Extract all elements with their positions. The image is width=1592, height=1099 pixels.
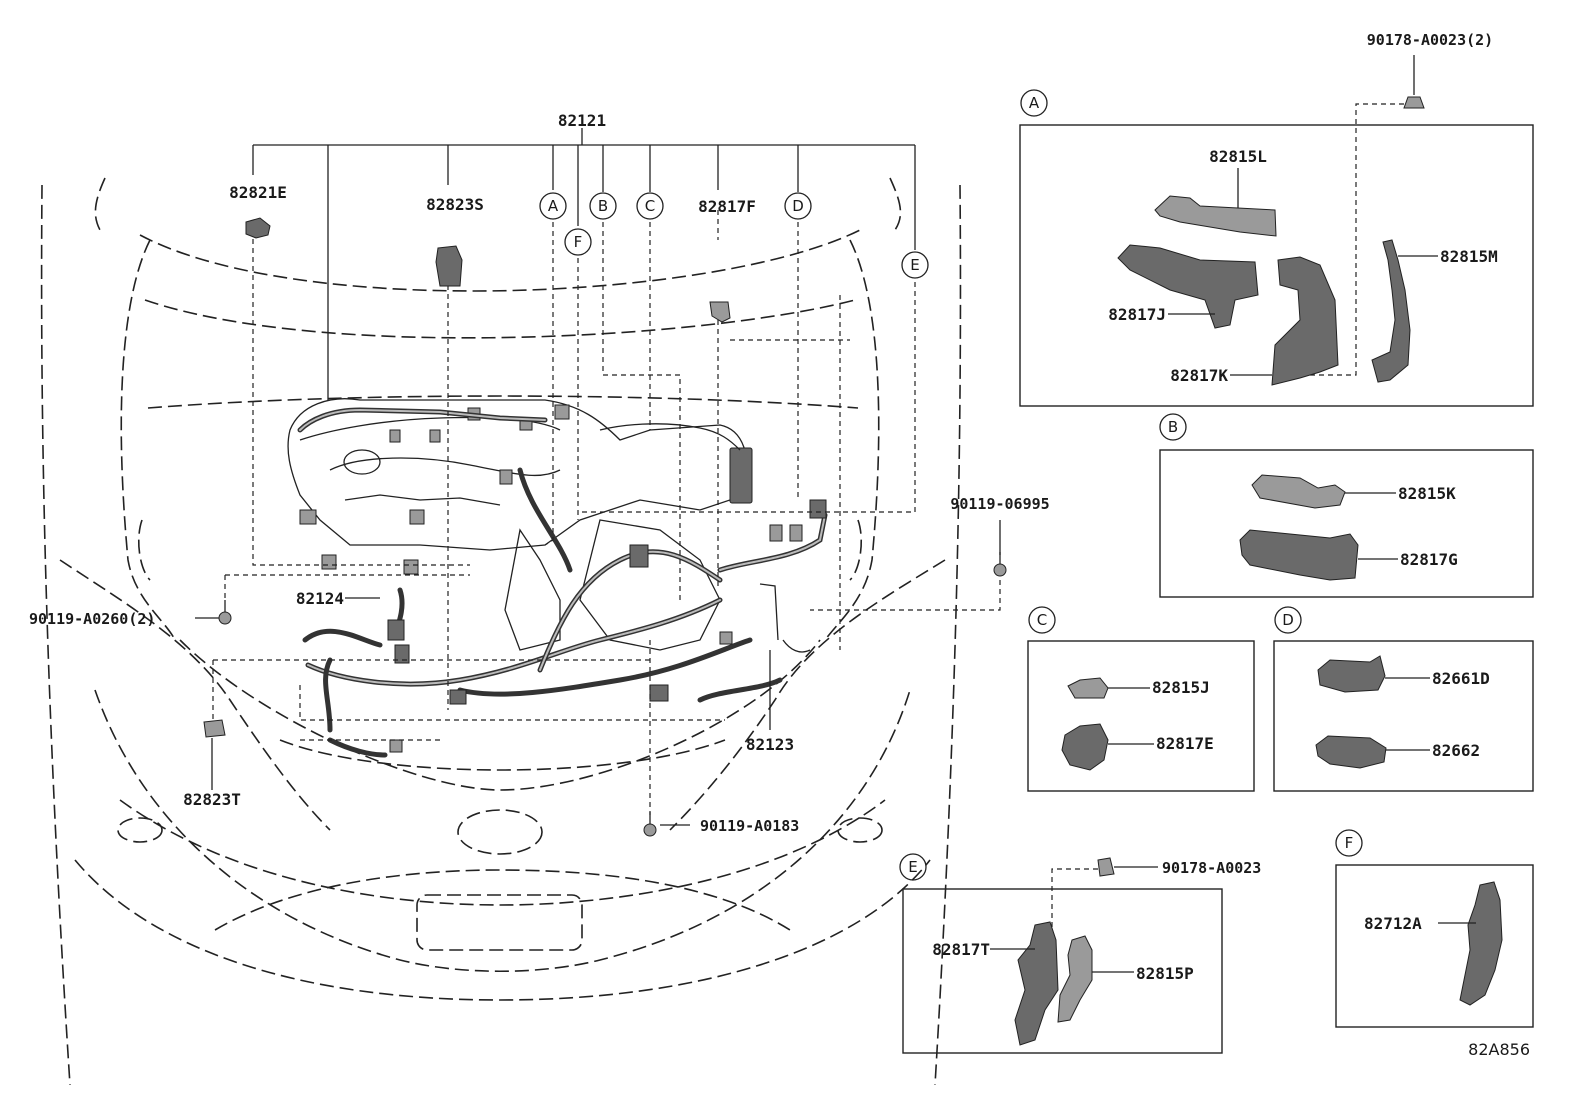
callout-e-main: E (901, 251, 929, 279)
label-82817t: 82817T (932, 940, 990, 959)
clip-e-icon (1097, 857, 1115, 877)
label-90119-a0183: 90119-A0183 (700, 817, 799, 835)
callout-f-main: F (564, 228, 592, 256)
part-82817e (1061, 723, 1109, 771)
callout-b-letter: B (598, 197, 608, 215)
bracket-82817f-part (709, 301, 731, 323)
detail-e-letter: E (908, 858, 917, 876)
clip-top: 90178-A0023(2) (1300, 31, 1493, 376)
label-82823t: 82823T (183, 790, 241, 809)
detail-f-panel: F 82712A (1335, 829, 1534, 1028)
label-90119-06995: 90119-06995 (950, 495, 1049, 513)
part-82815j (1067, 677, 1109, 699)
label-82124: 82124 (296, 589, 344, 608)
label-82123: 82123 (746, 735, 794, 754)
label-82712a: 82712A (1364, 914, 1422, 933)
label-82817k: 82817K (1170, 366, 1228, 385)
detail-b-letter: B (1168, 418, 1178, 436)
part-82815l (1154, 195, 1277, 237)
label-90178-a0023: 90178-A0023 (1162, 859, 1261, 877)
label-82817f: 82817F (698, 197, 756, 216)
leader-lines (195, 128, 1001, 826)
part-82817t (1014, 921, 1059, 1046)
bolt-right-icon (993, 552, 1007, 577)
detail-e-panel: E 90178-A0023 82817T 82815P (899, 853, 1261, 1054)
label-82815p: 82815P (1136, 964, 1194, 983)
callout-c-letter: C (645, 197, 655, 215)
label-82817j: 82817J (1108, 305, 1166, 324)
engine-block (287, 398, 753, 651)
callout-d-main: D (784, 192, 812, 220)
part-82817g (1239, 529, 1359, 581)
label-82817g: 82817G (1400, 550, 1458, 569)
part-82815k (1251, 474, 1346, 509)
vehicle-body-outline (40, 177, 962, 1086)
part-82661d (1317, 655, 1386, 693)
callout-a-main: A (539, 192, 567, 220)
callout-a-letter: A (548, 197, 559, 215)
callout-e-letter: E (910, 256, 919, 274)
label-82815k: 82815K (1398, 484, 1456, 503)
label-82815j: 82815J (1152, 678, 1210, 697)
part-82815m (1371, 239, 1411, 383)
label-82121: 82121 (558, 111, 606, 130)
harness-routing (297, 407, 828, 758)
detail-d-letter: D (1282, 611, 1294, 629)
detail-d-panel: D 82661D 82662 (1273, 606, 1534, 792)
label-90178-a0023-2: 90178-A0023(2) (1367, 31, 1493, 49)
grommet-82821e-part (245, 217, 271, 239)
bolt-center-icon (643, 812, 657, 837)
figure-code: 82A856 (1468, 1040, 1530, 1059)
label-90119-a0260: 90119-A0260(2) (29, 610, 155, 628)
main-small-parts (203, 217, 1007, 837)
detail-c-panel: C 82815J 82817E (1027, 606, 1255, 792)
part-82817k (1271, 256, 1339, 386)
part-82817j (1117, 244, 1259, 329)
detail-c-letter: C (1037, 611, 1047, 629)
label-82821e: 82821E (229, 183, 287, 202)
callout-f-letter: F (574, 233, 583, 251)
clamp-82823t-part (203, 719, 226, 738)
callout-d-letter: D (792, 197, 804, 215)
detail-a-panel: A 82815L 82817J 82817K 82815M (1019, 89, 1534, 407)
label-82815m: 82815M (1440, 247, 1498, 266)
label-82661d: 82661D (1432, 669, 1490, 688)
part-82662 (1315, 735, 1387, 769)
label-82823s: 82823S (426, 195, 484, 214)
label-82662: 82662 (1432, 741, 1480, 760)
detail-f-letter: F (1345, 834, 1354, 852)
clamp-82823s-part (435, 245, 463, 287)
part-82712a (1459, 881, 1503, 1006)
label-82817e: 82817E (1156, 734, 1214, 753)
part-82815p (1057, 935, 1093, 1023)
detail-a-letter: A (1029, 94, 1040, 112)
detail-b-panel: B 82815K 82817G (1159, 413, 1534, 598)
bolt-left-icon (218, 600, 232, 625)
clip-top-icon (1403, 96, 1425, 109)
callout-b-main: B (589, 192, 617, 220)
label-82815l: 82815L (1209, 147, 1267, 166)
callout-c-main: C (636, 192, 664, 220)
